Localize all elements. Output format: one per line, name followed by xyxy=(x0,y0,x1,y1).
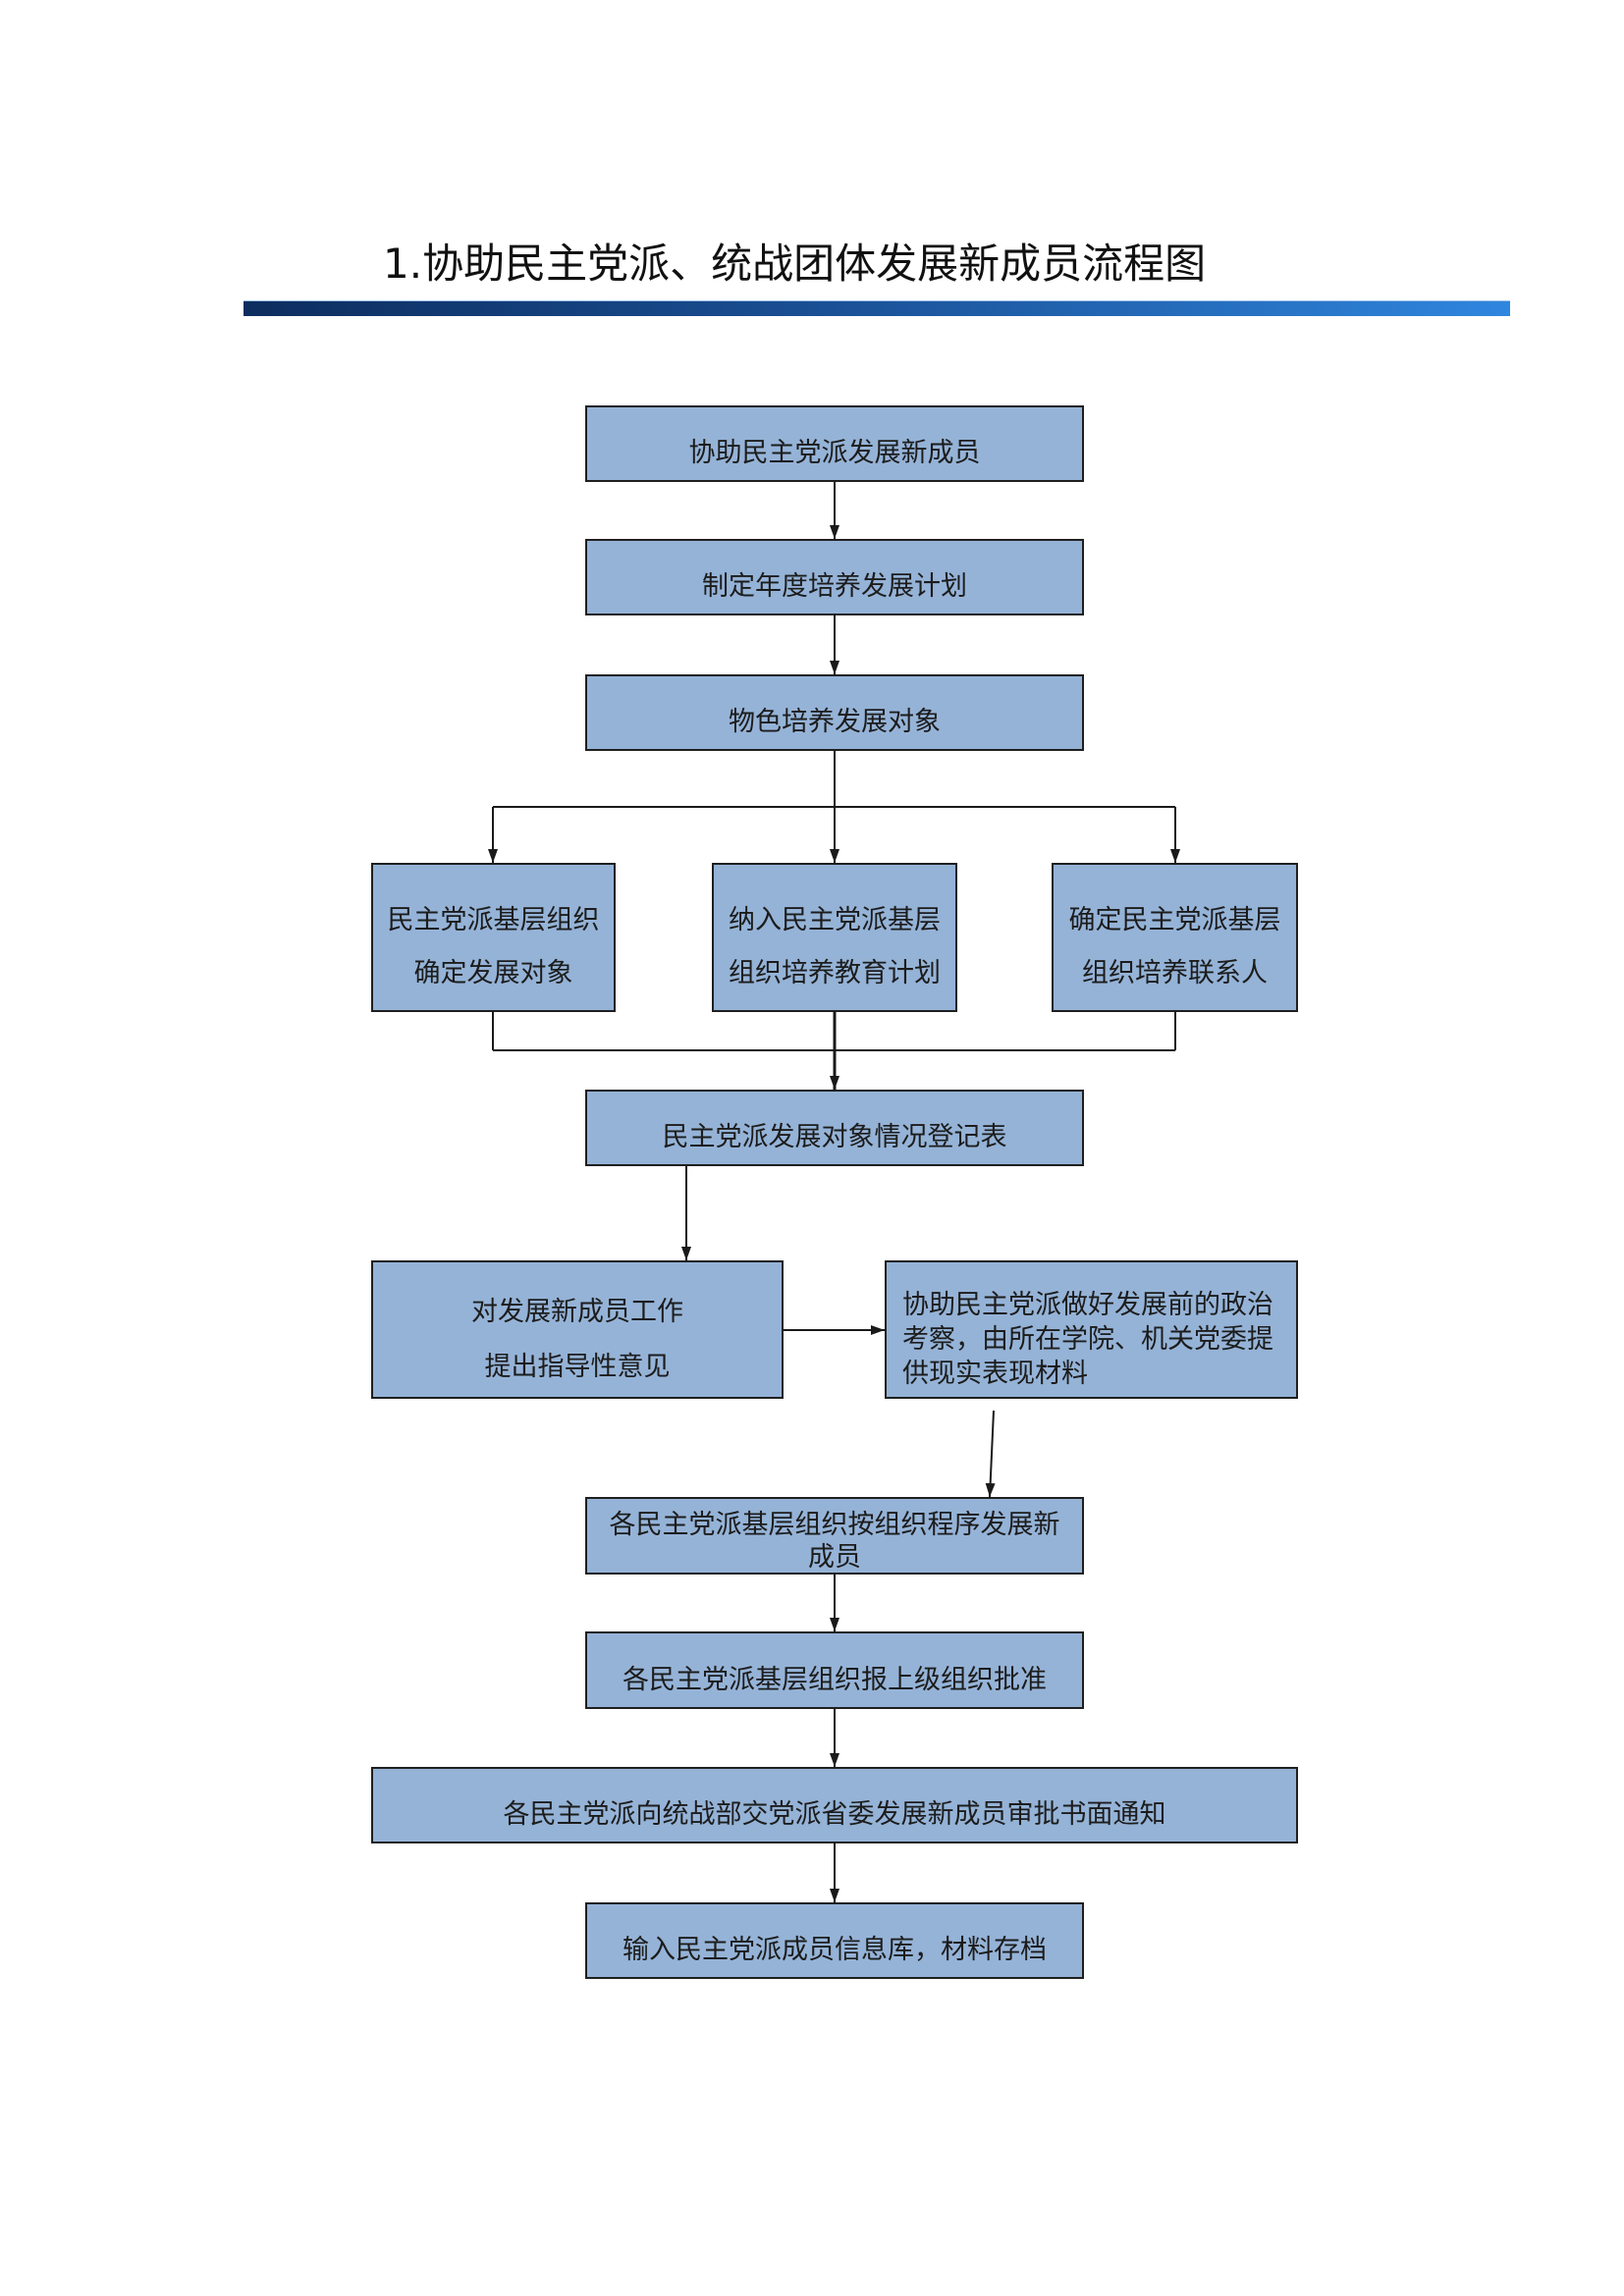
step-box-register-form: 民主党派发展对象情况登记表 xyxy=(585,1090,1084,1166)
step-box-annual-plan: 制定年度培养发展计划 xyxy=(585,539,1084,615)
step-box-select-candidates: 物色培养发展对象 xyxy=(585,674,1084,751)
box-text-line: 组织培养联系人 xyxy=(1082,958,1268,988)
box-text-line: 协助民主党派做好发展前的政治 xyxy=(902,1290,1273,1320)
box-text-line: 物色培养发展对象 xyxy=(729,707,941,737)
step-box-develop-by-procedure: 各民主党派基层组织按组织程序发展新 成员 xyxy=(585,1497,1084,1575)
box-text-line: 确定民主党派基层 xyxy=(1068,905,1281,935)
step-box-guidance-opinion: 对发展新成员工作 提出指导性意见 xyxy=(371,1260,784,1399)
box-text-line: 协助民主党派发展新成员 xyxy=(688,438,981,468)
box-text-line: 输入民主党派成员信息库，材料存档 xyxy=(623,1935,1047,1965)
box-text-line: 制定年度培养发展计划 xyxy=(702,571,967,602)
box-text-line: 民主党派基层组织 xyxy=(387,905,600,935)
box-text-line: 纳入民主党派基层 xyxy=(729,905,941,935)
box-text-line: 考察，由所在学院、机关党委提 xyxy=(902,1324,1273,1355)
step-box-report-approval: 各民主党派基层组织报上级组织批准 xyxy=(585,1631,1084,1709)
page-title: 1.协助民主党派、统战团体发展新成员流程图 xyxy=(383,240,1207,288)
box-text-line: 确定发展对象 xyxy=(413,958,573,988)
step-box-political-inspection: 协助民主党派做好发展前的政治 考察，由所在学院、机关党委提 供现实表现材料 xyxy=(885,1260,1298,1399)
box-text-line: 各民主党派向统战部交党派省委发展新成员审批书面通知 xyxy=(503,1799,1166,1830)
box-text-line: 对发展新成员工作 xyxy=(471,1296,683,1327)
branch-box-training-plan: 纳入民主党派基层 组织培养教育计划 xyxy=(712,863,957,1012)
branch-box-contact-person: 确定民主党派基层 组织培养联系人 xyxy=(1052,863,1298,1012)
branch-box-confirm-candidates: 民主党派基层组织 确定发展对象 xyxy=(371,863,616,1012)
box-text-line: 提出指导性意见 xyxy=(484,1351,671,1382)
step-box-assist-develop: 协助民主党派发展新成员 xyxy=(585,405,1084,482)
box-text-line: 各民主党派基层组织按组织程序发展新 xyxy=(609,1509,1060,1540)
step-box-written-notice: 各民主党派向统战部交党派省委发展新成员审批书面通知 xyxy=(371,1767,1298,1843)
box-text-line: 组织培养教育计划 xyxy=(729,958,941,988)
step-box-archive: 输入民主党派成员信息库，材料存档 xyxy=(585,1902,1084,1979)
arrow-inspection-to-develop xyxy=(985,1410,996,1498)
box-text-line: 供现实表现材料 xyxy=(902,1359,1088,1389)
box-text-line: 各民主党派基层组织报上级组织批准 xyxy=(623,1664,1047,1695)
box-text-line: 成员 xyxy=(808,1541,861,1573)
box-text-line: 民主党派发展对象情况登记表 xyxy=(662,1122,1007,1152)
title-underline-bar xyxy=(244,300,1510,316)
